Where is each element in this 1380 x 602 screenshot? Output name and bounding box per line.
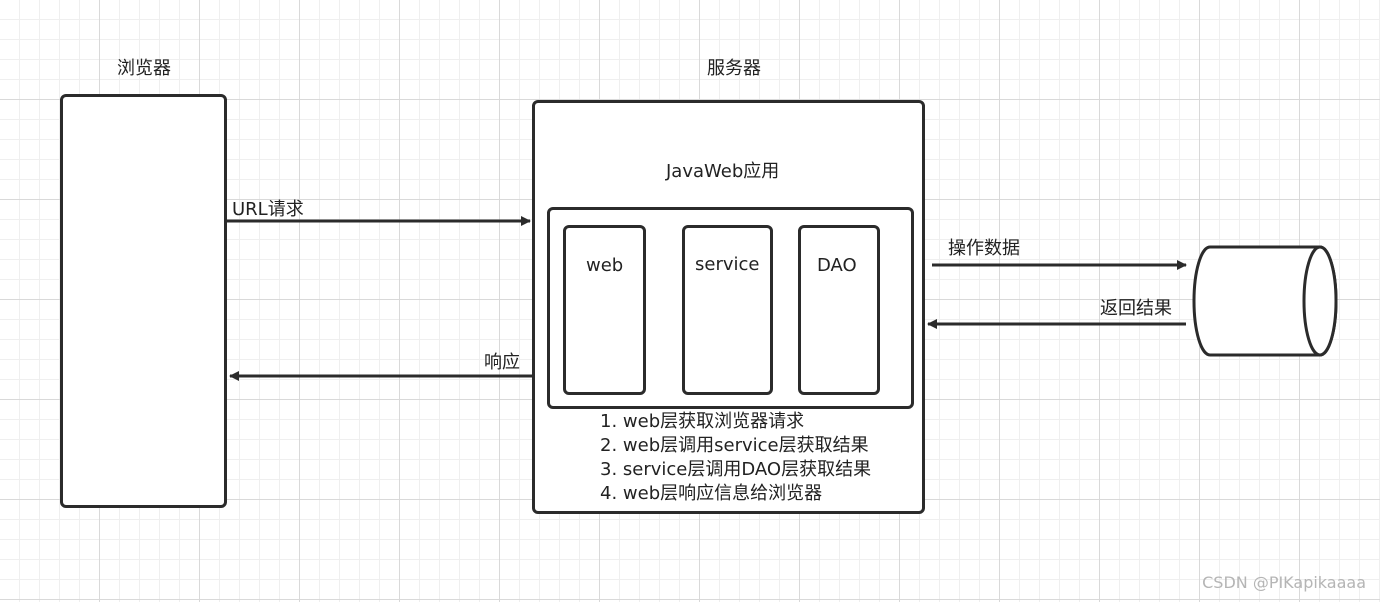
database-icon: [1192, 245, 1338, 357]
step-item: 2. web层调用service层获取结果: [600, 435, 869, 456]
layer-service-label: service: [695, 254, 760, 275]
watermark: CSDN @PIKapikaaaa: [1202, 573, 1366, 592]
response-label: 响应: [484, 352, 520, 373]
step-item: 4. web层响应信息给浏览器: [600, 483, 823, 504]
browser-title: 浏览器: [117, 58, 171, 79]
request-label: URL请求: [232, 199, 304, 220]
app-label: JavaWeb应用: [666, 161, 780, 182]
layer-web: [563, 225, 646, 395]
operate-label: 操作数据: [948, 238, 1020, 259]
server-title: 服务器: [707, 58, 761, 79]
return-label: 返回结果: [1100, 298, 1172, 319]
layer-dao-label: DAO: [817, 255, 857, 276]
steps-list: 1. web层获取浏览器请求 2. web层调用service层获取结果 3. …: [600, 410, 871, 506]
layer-web-label: web: [586, 255, 624, 276]
layer-service: [682, 225, 773, 395]
layer-dao: [798, 225, 880, 395]
browser-box: [60, 94, 227, 508]
step-item: 3. service层调用DAO层获取结果: [600, 459, 872, 480]
step-item: 1. web层获取浏览器请求: [600, 411, 805, 432]
